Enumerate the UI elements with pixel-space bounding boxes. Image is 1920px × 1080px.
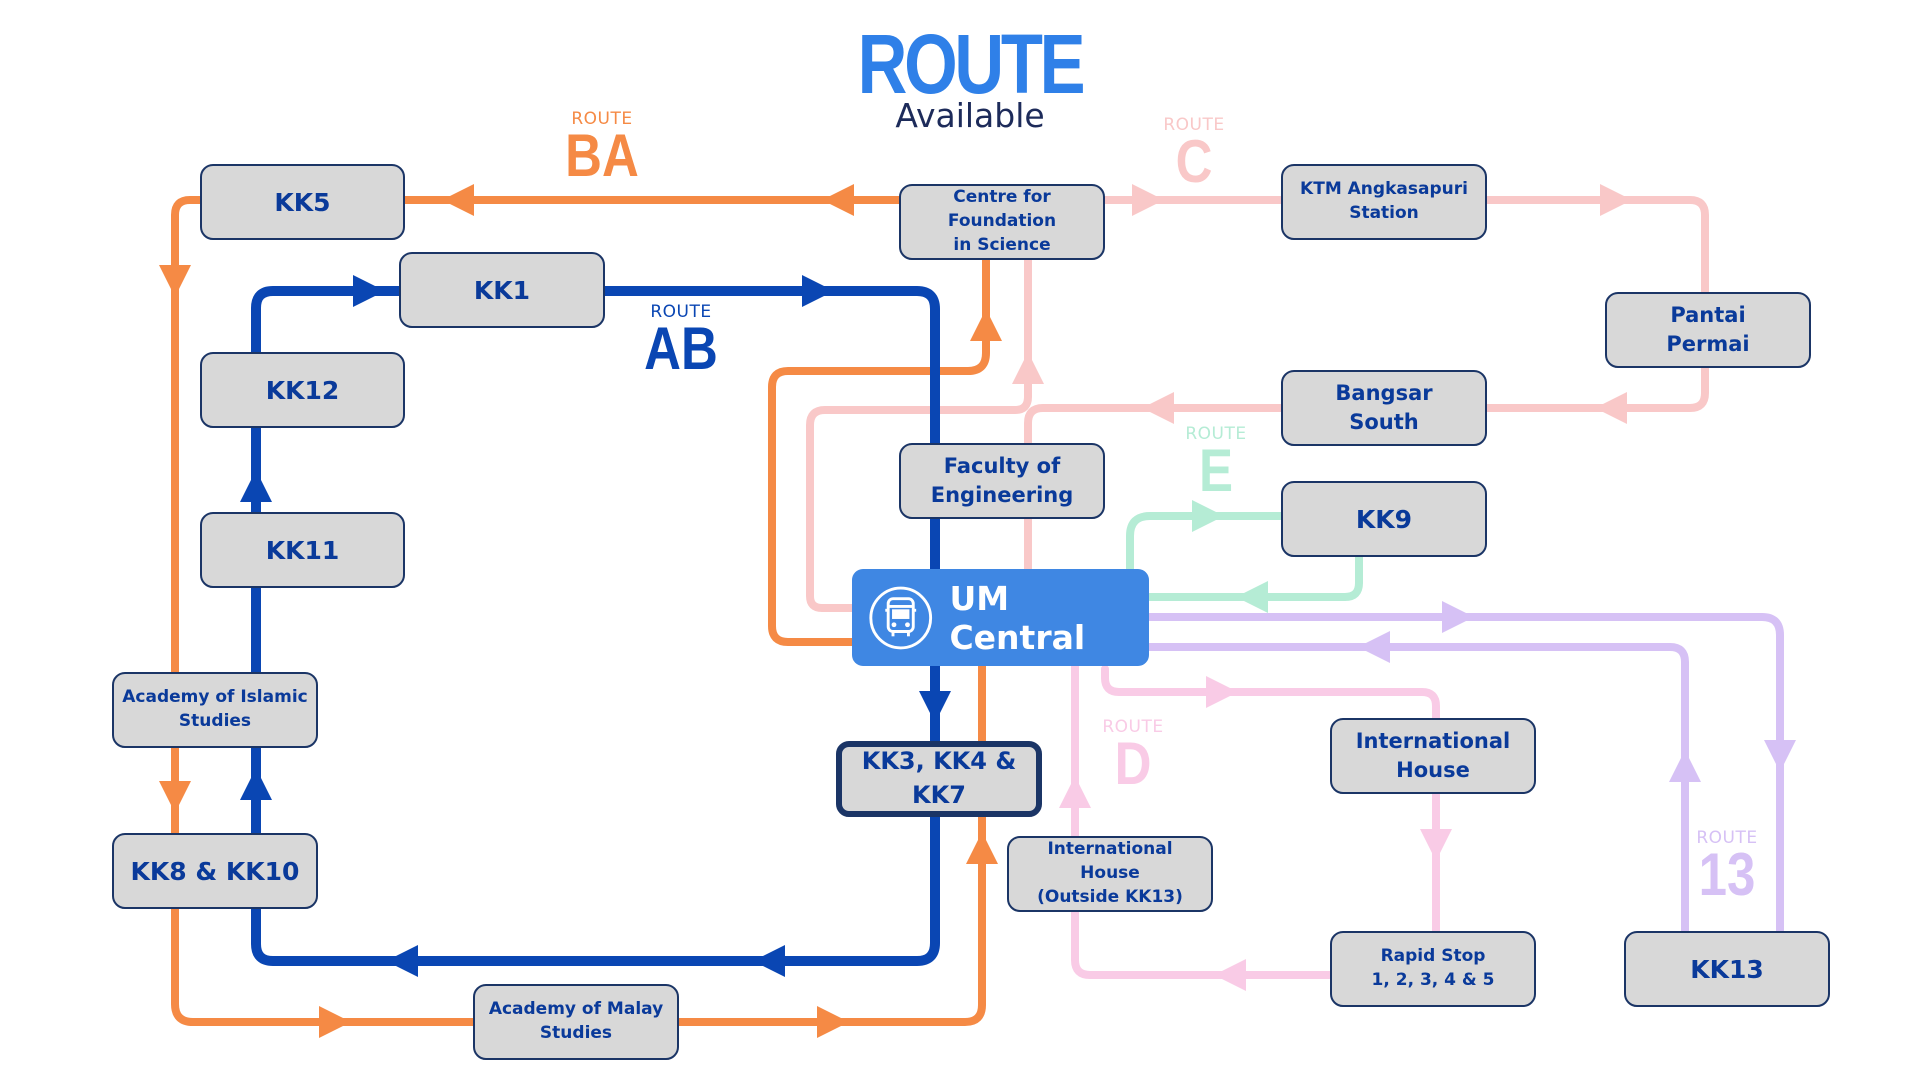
stop-kk3-kk4-kk7[interactable]: KK3, KK4 & KK7	[836, 741, 1042, 817]
route-ab-arrow	[240, 470, 272, 502]
page-title: ROUTE	[857, 17, 1086, 111]
stop-kk12[interactable]: KK12	[200, 352, 405, 428]
route-ba-arrow	[966, 832, 998, 864]
route-label-name: AB	[644, 315, 718, 382]
route-c-arrow	[1600, 184, 1632, 216]
stop-rapid-stop[interactable]: Rapid Stop 1, 2, 3, 4 & 5	[1330, 931, 1536, 1007]
hub-um-central[interactable]: UM Central	[852, 569, 1149, 666]
route-e-arrow	[1192, 500, 1224, 532]
route-label-ba: ROUTE BA	[542, 109, 662, 189]
stop-centre-foundation-science[interactable]: Centre for Foundation in Science	[899, 184, 1105, 260]
stop-faculty-engineering[interactable]: Faculty of Engineering	[899, 443, 1105, 519]
route-ab-arrow	[353, 275, 385, 307]
stop-academy-islamic-studies[interactable]: Academy of Islamic Studies	[112, 672, 318, 748]
bus-icon	[869, 586, 933, 649]
route-d-line-left	[1071, 662, 1334, 979]
route-ab-arrow	[240, 768, 272, 800]
stop-kk8-kk10[interactable]: KK8 & KK10	[112, 833, 318, 909]
stop-kk11[interactable]: KK11	[200, 512, 405, 588]
route-label-name: C	[1175, 128, 1213, 195]
route-label-prefix: ROUTE	[1163, 115, 1225, 135]
route-e-line-bottom	[1145, 553, 1363, 601]
route-ab-line-right	[600, 286, 940, 746]
stop-kk5[interactable]: KK5	[200, 164, 405, 240]
route-label-name: BA	[565, 122, 639, 189]
route-c-arrow	[1595, 392, 1627, 424]
route-label-prefix: ROUTE	[650, 302, 712, 322]
route-d-arrow	[1059, 776, 1091, 808]
stop-international-house-outside-kk13[interactable]: International House (Outside KK13)	[1007, 836, 1213, 912]
route-label-name: D	[1114, 730, 1152, 797]
route-c-line-right	[1483, 364, 1709, 412]
stop-international-house[interactable]: International House	[1330, 718, 1536, 794]
route-13-line-outer	[1145, 613, 1784, 935]
route-ba-line-bottom-right	[675, 662, 986, 1026]
route-13-arrow	[1669, 750, 1701, 782]
route-c-arrow	[1142, 392, 1174, 424]
route-d-line-top	[1101, 665, 1440, 722]
route-ab-arrow	[386, 945, 418, 977]
route-ba-line-left	[171, 196, 204, 837]
route-label-13: ROUTE 13	[1667, 828, 1787, 908]
route-ab-arrow	[919, 691, 951, 723]
stop-pantai-permai[interactable]: Pantai Permai	[1605, 292, 1811, 368]
route-13-line-inner	[1145, 643, 1689, 935]
route-ba-arrow	[159, 265, 191, 297]
route-label-name: 13	[1698, 841, 1756, 908]
stop-ktm-angkasapuri[interactable]: KTM Angkasapuri Station	[1281, 164, 1487, 240]
route-ab-arrow	[753, 945, 785, 977]
stop-kk1[interactable]: KK1	[399, 252, 605, 328]
route-13-arrow	[1764, 740, 1796, 772]
route-label-prefix: ROUTE	[1185, 424, 1247, 444]
route-c-line-mid	[1024, 404, 1285, 573]
route-13-arrow	[1442, 601, 1474, 633]
hub-label: UM Central	[949, 578, 1086, 657]
route-ba-arrow	[817, 1006, 849, 1038]
route-ba-arrow	[442, 184, 474, 216]
route-label-prefix: ROUTE	[1696, 828, 1758, 848]
page-subtitle: Available	[895, 96, 1045, 135]
route-label-prefix: ROUTE	[1102, 717, 1164, 737]
route-ab-line-bottom	[251, 812, 940, 966]
route-label-e: ROUTE E	[1156, 424, 1276, 504]
stop-kk9[interactable]: KK9	[1281, 481, 1487, 557]
route-d-arrow	[1206, 676, 1238, 708]
route-d-arrow	[1214, 959, 1246, 991]
route-c-line-top	[1101, 196, 1709, 296]
route-c-arrow	[1012, 352, 1044, 384]
route-e-line-top	[1126, 512, 1285, 573]
stop-kk13[interactable]: KK13	[1624, 931, 1830, 1007]
route-ba-line-bottom-left	[171, 905, 477, 1026]
stop-academy-malay-studies[interactable]: Academy of Malay Studies	[473, 984, 679, 1060]
route-ab-arrow	[802, 275, 834, 307]
route-ba-arrow	[822, 184, 854, 216]
route-ab-line-top	[251, 286, 404, 357]
route-label-c: ROUTE C	[1134, 115, 1254, 195]
route-label-prefix: ROUTE	[571, 109, 633, 129]
route-c-arrow	[1132, 184, 1164, 216]
route-ba-arrow	[159, 781, 191, 813]
stop-bangsar-south[interactable]: Bangsar South	[1281, 370, 1487, 446]
route-label-d: ROUTE D	[1073, 717, 1193, 797]
route-ba-arrow	[970, 309, 1002, 341]
route-e-arrow	[1236, 581, 1268, 613]
route-label-name: E	[1198, 437, 1234, 504]
route-c-line-inner	[806, 256, 1032, 612]
route-d-arrow	[1420, 829, 1452, 861]
route-ba-line-inner	[768, 256, 990, 646]
route-label-ab: ROUTE AB	[621, 302, 741, 382]
route-13-arrow	[1358, 631, 1390, 663]
route-ba-arrow	[319, 1006, 351, 1038]
